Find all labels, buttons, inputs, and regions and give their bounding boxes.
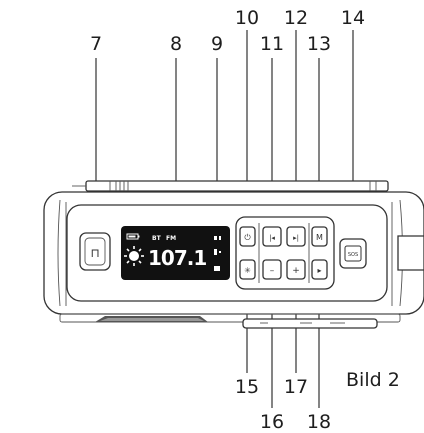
button-panel bbox=[235, 216, 335, 290]
mode-icon: M bbox=[316, 233, 323, 242]
previous-button[interactable]: |◂ bbox=[262, 226, 282, 247]
vent-grille bbox=[95, 316, 208, 322]
lcd-side-indicators bbox=[214, 236, 221, 271]
volume-down-button[interactable]: – bbox=[262, 259, 282, 280]
callout-10: 10 bbox=[235, 7, 259, 29]
play-icon: ▸ bbox=[317, 266, 321, 275]
volume-up-button[interactable]: + bbox=[286, 259, 306, 280]
play-button[interactable]: ▸ bbox=[311, 259, 328, 280]
mode-button[interactable]: M bbox=[311, 226, 328, 247]
next-icon: ▸| bbox=[293, 234, 299, 242]
volume-up-icon: + bbox=[292, 266, 300, 276]
callout-15: 15 bbox=[235, 376, 259, 398]
sos-icon: SOS bbox=[348, 252, 358, 258]
sos-button[interactable]: SOS bbox=[339, 238, 367, 269]
volume-down-icon: – bbox=[270, 266, 275, 276]
callout-12: 12 bbox=[284, 7, 308, 29]
callout-9: 9 bbox=[211, 33, 223, 55]
power-button[interactable]: ⏻ bbox=[239, 226, 256, 247]
light-mode-icon: ✳ bbox=[244, 266, 251, 275]
callout-14: 14 bbox=[341, 7, 365, 29]
bt-indicator: BT bbox=[152, 235, 162, 242]
callout-7: 7 bbox=[90, 33, 102, 55]
previous-icon: |◂ bbox=[269, 234, 275, 242]
lcd-display: BT FM 107.1 bbox=[121, 226, 230, 280]
callout-8: 8 bbox=[170, 33, 182, 55]
battery-icon bbox=[126, 233, 140, 240]
next-button[interactable]: ▸| bbox=[286, 226, 306, 247]
callout-18: 18 bbox=[307, 411, 331, 433]
callout-16: 16 bbox=[260, 411, 284, 433]
light-mode-button[interactable]: ✳ bbox=[239, 259, 256, 280]
antenna bbox=[72, 180, 389, 192]
flashlight-icon: ⊓ bbox=[90, 246, 99, 260]
flashlight-button[interactable]: ⊓ bbox=[79, 232, 111, 271]
figure-caption: Bild 2 bbox=[346, 369, 400, 391]
callout-numbers: 7 8 9 10 11 12 13 14 15 16 17 18 bbox=[90, 7, 365, 433]
callout-17: 17 bbox=[284, 376, 308, 398]
callout-11: 11 bbox=[260, 33, 284, 55]
frequency-readout: 107.1 bbox=[148, 246, 206, 270]
signal-icon bbox=[124, 246, 144, 266]
callout-13: 13 bbox=[307, 33, 331, 55]
power-icon: ⏻ bbox=[244, 233, 251, 242]
fm-indicator: FM bbox=[166, 235, 176, 242]
